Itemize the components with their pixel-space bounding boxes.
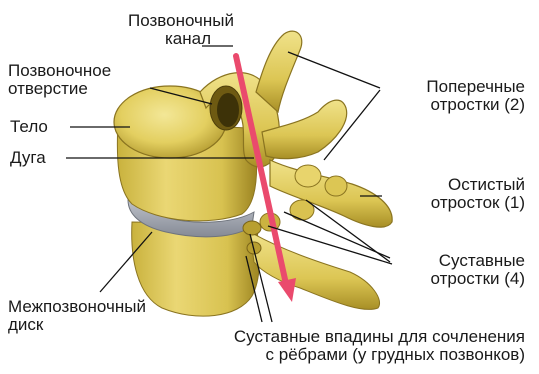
label-arch: Дуга — [10, 149, 46, 167]
label-transverse-processes-line2: отростки (2) — [426, 96, 525, 114]
label-spinous-process: Остистый отросток (1) — [431, 176, 525, 212]
label-vertebral-foramen: Позвоночное отверстие — [8, 62, 111, 98]
label-arch-text: Дуга — [10, 148, 46, 167]
label-intervertebral-disc-line1: Межпозвоночный — [8, 298, 146, 316]
label-rib-facets-line1: Суставные впадины для сочленения — [234, 328, 525, 346]
label-rib-facets: Суставные впадины для сочленения с рёбра… — [234, 328, 525, 364]
label-articular-processes-line1: Суставные — [431, 252, 526, 270]
label-spinous-process-line1: Остистый — [431, 176, 525, 194]
lower-vertebra — [132, 222, 380, 316]
label-intervertebral-disc: Межпозвоночный диск — [8, 298, 146, 334]
label-spinal-canal: Позвоночный канал — [128, 12, 234, 48]
label-intervertebral-disc-line2: диск — [8, 316, 146, 334]
label-vertebral-foramen-line1: Позвоночное — [8, 62, 111, 80]
label-transverse-processes: Поперечные отростки (2) — [426, 78, 525, 114]
label-vertebral-foramen-line2: отверстие — [8, 80, 111, 98]
label-spinal-canal-line1: Позвоночный — [128, 12, 234, 30]
label-spinous-process-line2: отросток (1) — [431, 194, 525, 212]
label-body-text: Тело — [10, 117, 48, 136]
label-body: Тело — [10, 118, 48, 136]
label-spinal-canal-line2: канал — [128, 30, 234, 48]
label-articular-processes-line2: отростки (4) — [431, 270, 526, 288]
label-transverse-processes-line1: Поперечные — [426, 78, 525, 96]
label-rib-facets-line2: с рёбрами (у грудных позвонков) — [234, 346, 525, 364]
label-articular-processes: Суставные отростки (4) — [431, 252, 526, 288]
